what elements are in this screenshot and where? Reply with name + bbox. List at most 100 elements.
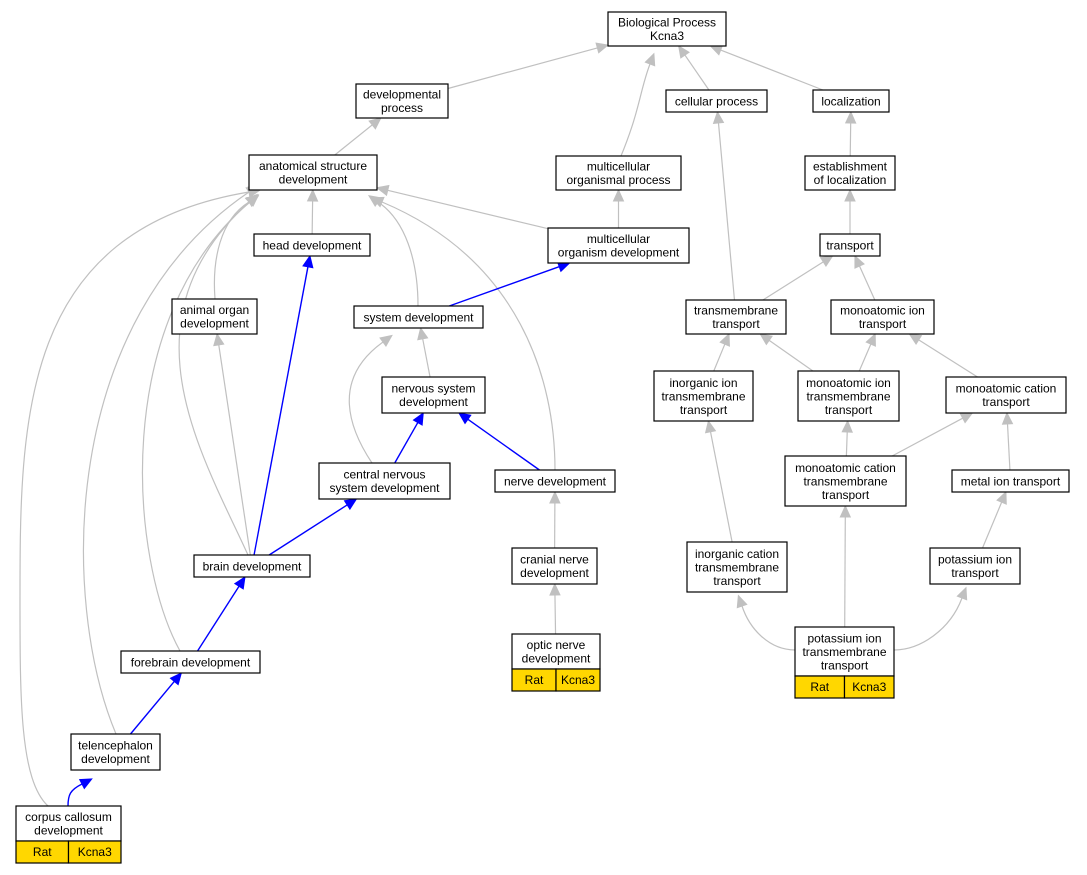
- arrowhead: [549, 582, 561, 596]
- node-nervedev[interactable]: nerve development: [494, 469, 616, 493]
- edge-sysdev-to-mod: [449, 261, 571, 307]
- edge-ktt-to-icatt: [736, 594, 796, 651]
- node-label: transmembrane: [802, 645, 886, 659]
- arrowhead: [956, 586, 968, 601]
- node-label: cellular process: [675, 94, 758, 108]
- arrowhead: [839, 504, 852, 518]
- node-label: cranial nerve: [520, 553, 589, 567]
- node-box: [804, 155, 896, 191]
- node-box: [794, 626, 895, 677]
- edge-loc-to-bp: [709, 44, 824, 91]
- node-label: inorganic cation: [695, 547, 779, 561]
- gene-tag: [67, 840, 122, 864]
- edge-iitt-to-tmt: [713, 332, 730, 372]
- edge-cc-to-telen: [67, 778, 93, 807]
- node-forebrain[interactable]: forebrain development: [120, 650, 261, 674]
- node-label: inorganic ion: [669, 376, 737, 390]
- edge-nervedev-to-asd: [370, 196, 556, 471]
- gene-tag: [555, 668, 601, 692]
- node-label: transport: [712, 317, 760, 331]
- node-label: transport: [982, 395, 1030, 409]
- node-box: [665, 89, 768, 113]
- node-label: brain development: [203, 559, 302, 573]
- node-label: development: [522, 652, 591, 666]
- node-label: monoatomic cation: [795, 461, 896, 475]
- edge-mitt-to-mit: [858, 332, 876, 372]
- edge-headdev-to-asd: [306, 188, 319, 235]
- arrowhead: [996, 490, 1007, 505]
- node-box: [951, 469, 1070, 493]
- node-label: multicellular: [587, 232, 650, 246]
- node-label: monoatomic ion: [840, 304, 925, 318]
- node-box: [318, 462, 451, 500]
- node-box: [120, 650, 261, 674]
- species-label: Rat: [525, 673, 544, 687]
- edge-estloc-to-loc: [844, 110, 857, 157]
- edge-icatt-to-iitt: [704, 419, 733, 543]
- edge-mop-to-bp: [620, 52, 656, 157]
- node-label: Kcna3: [650, 29, 684, 43]
- node-label: Biological Process: [618, 16, 716, 30]
- node-label: monoatomic cation: [956, 382, 1057, 396]
- node-braindev[interactable]: brain development: [193, 554, 311, 578]
- arrowhead: [844, 110, 857, 124]
- node-headdev[interactable]: head development: [253, 233, 371, 257]
- node-box: [353, 305, 484, 329]
- arrowhead: [375, 184, 390, 197]
- node-box: [248, 154, 378, 191]
- arrowhead: [379, 334, 393, 347]
- node-box: [812, 89, 890, 113]
- arrowhead: [78, 778, 93, 790]
- edge-asd-to-devproc: [334, 117, 382, 156]
- node-loc[interactable]: localization: [812, 89, 890, 113]
- node-label: organism development: [558, 246, 680, 260]
- node-sysdev[interactable]: system development: [353, 305, 484, 329]
- arrowhead: [908, 333, 923, 346]
- node-label: transmembrane: [806, 389, 890, 403]
- node-label: transport: [680, 403, 728, 417]
- node-label: establishment: [813, 160, 888, 174]
- node-cellproc[interactable]: cellular process: [665, 89, 768, 113]
- arrowhead: [736, 594, 748, 609]
- node-label: nervous system: [391, 382, 475, 396]
- node-transport[interactable]: transport: [819, 233, 881, 257]
- arrowhead: [612, 188, 625, 202]
- arrowhead: [644, 52, 656, 67]
- node-label: transport: [821, 658, 869, 672]
- node-label: transport: [859, 317, 907, 331]
- node-box: [511, 633, 601, 670]
- node-label: animal organ: [180, 303, 249, 317]
- node-label: development: [520, 566, 589, 580]
- edge-aod-to-asd: [213, 195, 260, 300]
- edge-metal-to-mct: [1001, 411, 1014, 471]
- gene-tag: [843, 675, 895, 699]
- arrowhead: [457, 412, 472, 425]
- node-metal[interactable]: metal ion transport: [951, 469, 1070, 493]
- edge-cranial-to-nervedev: [549, 490, 561, 549]
- node-label: organismal process: [566, 173, 670, 187]
- node-label: transmembrane: [661, 389, 745, 403]
- node-label: transmembrane: [695, 560, 779, 574]
